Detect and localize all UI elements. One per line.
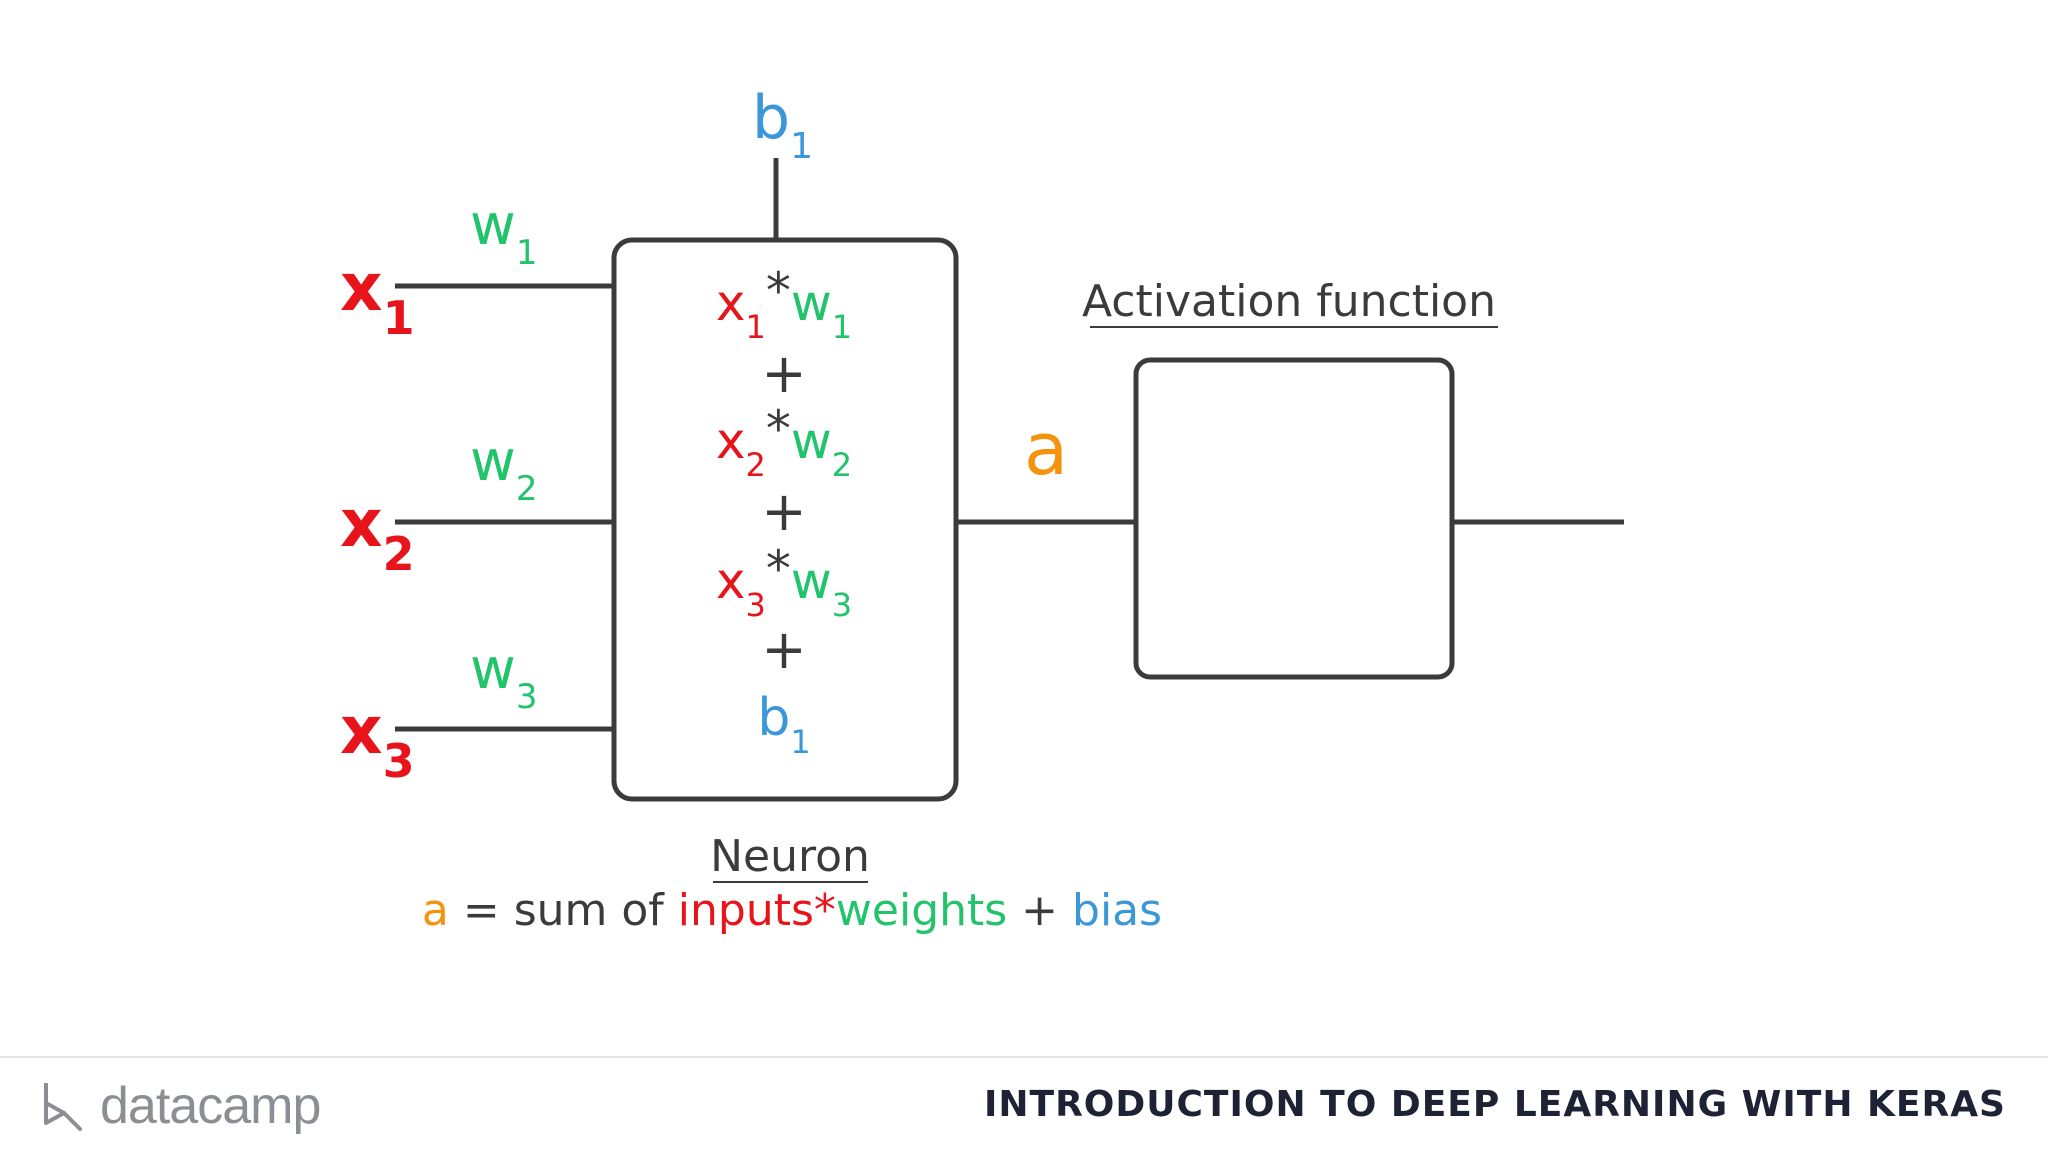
- input-x2: x2: [340, 485, 415, 581]
- weight-w2: w2: [470, 429, 537, 509]
- weight-w1: w1: [470, 193, 537, 273]
- brand-name: datacamp: [100, 1077, 321, 1135]
- activation-box: [1133, 357, 1455, 680]
- formula-term-3: x3*w3: [716, 540, 852, 624]
- neuron-equation: a = sum of inputs*weights + bias: [422, 885, 1162, 936]
- neuron-label: Neuron: [710, 831, 870, 882]
- course-title: INTRODUCTION TO DEEP LEARNING WITH KERAS: [983, 1084, 2006, 1125]
- bias-b1-top: b1: [752, 83, 813, 167]
- datacamp-logo-icon: [44, 1083, 82, 1131]
- formula-bias: b1: [757, 688, 810, 761]
- input-x3: x3: [340, 692, 415, 788]
- formula-plus-3: +: [761, 618, 806, 681]
- formula-term-1: x1*w1: [716, 262, 852, 346]
- output-a: a: [1024, 407, 1068, 491]
- formula-plus-2: +: [761, 480, 806, 543]
- input-x1: x1: [340, 249, 415, 345]
- formula-plus-1: +: [761, 342, 806, 405]
- activation-label: Activation function: [1082, 276, 1496, 327]
- formula-term-2: x2*w2: [716, 400, 852, 484]
- weight-w3: w3: [470, 637, 537, 717]
- neuron-box: [611, 237, 959, 802]
- footer-divider: [0, 1056, 2048, 1058]
- datacamp-brand: datacamp: [40, 1076, 321, 1136]
